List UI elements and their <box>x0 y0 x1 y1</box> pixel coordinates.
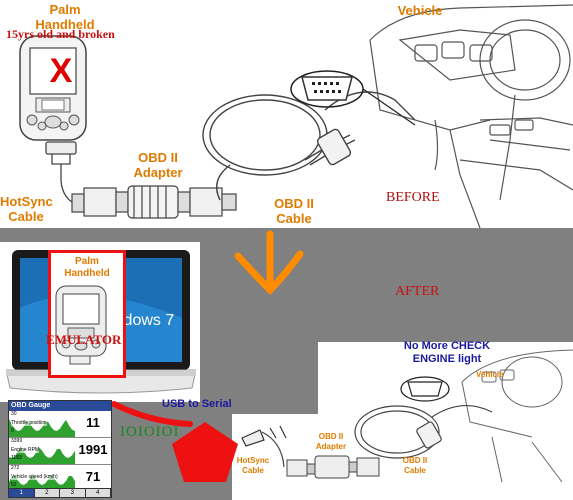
hotsync-cable-drawing <box>45 141 100 207</box>
broken-note: 15yrs old and broken <box>6 27 115 41</box>
after-obd-adapter-line2: Adapter <box>315 442 347 451</box>
gauge-label: Engine RPM <box>11 447 40 453</box>
broken-x-mark: X <box>49 52 73 90</box>
before-palm-label-line2: Handheld <box>35 17 95 32</box>
after-setup-image-bg <box>232 414 573 500</box>
obd-cable-coil <box>202 70 416 201</box>
no-more-line1: No More CHECK <box>403 340 491 352</box>
gauge-scale-top: 30 <box>11 411 17 417</box>
after-obd-cable-label: OBD II Cable <box>398 456 432 476</box>
binary-data-text: IOIOIOI <box>120 424 180 440</box>
emulator-palm-label-line1: Palm <box>75 256 99 267</box>
after-vehicle-drawing <box>261 349 573 483</box>
gauge-tab-3[interactable]: 3 <box>60 489 86 497</box>
before-hotsync-label: HotSync Cable <box>0 194 53 224</box>
after-obd-cable-line1: OBD II <box>402 456 428 465</box>
gauge-value: 71 <box>85 469 101 484</box>
before-vehicle-label: Vehicle <box>397 3 443 18</box>
palm-handheld-device <box>19 35 87 141</box>
emulator-palm-label: Palm Handheld <box>54 256 120 280</box>
before-palm-label-line1: Palm <box>49 2 81 17</box>
after-obd-adapter-line1: OBD II <box>318 432 344 441</box>
after-hotsync-label: HotSync Cable <box>234 456 272 476</box>
after-vehicle-label: Vehicle <box>476 370 504 379</box>
emulator-palm-label-line2: Handheld <box>64 268 110 279</box>
gauge-row: 3399 1183 Engine RPM 1991 <box>9 438 111 465</box>
obd-gauge-rows: 30 0 Throttle position 11 3399 1183 Engine RPM… <box>9 411 111 492</box>
gauge-scale-top: 272 <box>11 465 20 471</box>
red-arrow-line <box>111 401 193 427</box>
gauge-value: 11 <box>86 415 100 430</box>
no-more-check-engine-label: No More CHECK ENGINE light <box>392 340 502 366</box>
emulated-palm-device <box>55 285 107 365</box>
red-pentagon-shape <box>172 422 238 482</box>
usb-plug-icon <box>241 425 287 447</box>
before-obd-adapter-label-line2: Adapter <box>133 165 183 180</box>
before-obd-adapter-label-line1: OBD II <box>138 150 178 165</box>
obd-gauge-title: OBD Gauge <box>9 401 111 411</box>
before-obd-cable-label: OBD II Cable <box>268 196 320 226</box>
before-palm-label: Palm Handheld <box>30 2 100 32</box>
before-hotsync-label-line2: Cable <box>8 209 44 224</box>
gauge-tab-2[interactable]: 2 <box>35 489 60 497</box>
gauge-scale-top: 3399 <box>11 438 23 444</box>
after-hotsync-line2: Cable <box>242 466 264 475</box>
gauge-scale-bottom: 1183 <box>11 455 22 461</box>
gauge-label: Throttle position <box>11 420 47 426</box>
obd-gauge-window: OBD Gauge 30 0 Throttle position 11 3399 1183… <box>8 400 112 498</box>
before-obd-adapter-label: OBD II Adapter <box>126 150 190 180</box>
gauge-label: Vehicle speed (km/h) <box>11 474 58 480</box>
gauge-tab-1[interactable]: 1 <box>9 489 35 497</box>
emulator-label: EMULATOR <box>46 332 122 347</box>
after-hotsync-line1: HotSync <box>236 456 270 465</box>
after-obd-adapter-label: OBD II Adapter <box>308 432 354 452</box>
after-label: AFTER <box>395 284 440 299</box>
gauge-row: 30 0 Throttle position 11 <box>9 411 111 438</box>
before-obd-cable-label-line2: Cable <box>276 211 312 226</box>
gauge-value: 1991 <box>78 442 108 457</box>
gauge-tab-4[interactable]: 4 <box>86 489 111 497</box>
before-hotsync-label-line1: HotSync <box>0 194 53 209</box>
before-obd-cable-label-line1: OBD II <box>274 196 314 211</box>
gauge-graph <box>9 446 75 464</box>
gauge-scale-bottom: 0 <box>11 428 14 434</box>
after-obd-cable-line2: Cable <box>404 466 426 475</box>
no-more-line2: ENGINE light <box>412 353 482 365</box>
gauge-graph <box>9 473 75 491</box>
down-arrow-icon <box>234 230 304 295</box>
before-label: BEFORE <box>386 190 440 205</box>
gauge-scale-bottom: 52 <box>11 482 17 488</box>
usb-to-serial-label: USB to Serial <box>162 398 232 410</box>
